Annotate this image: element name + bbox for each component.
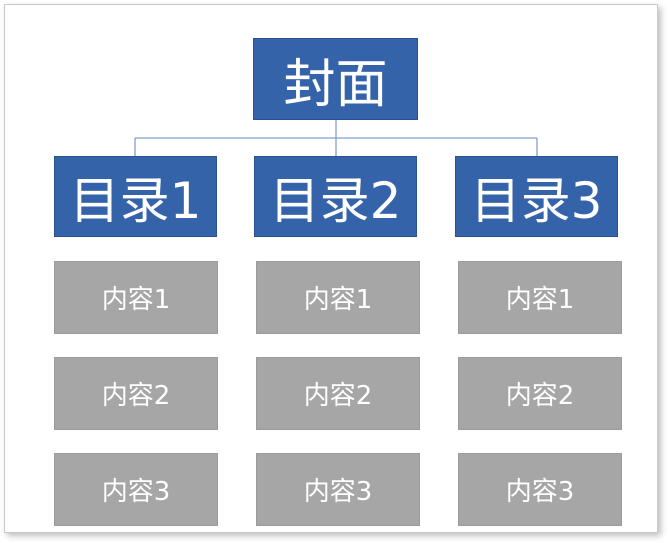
toc-node-3: 目录3 xyxy=(455,156,618,237)
content-node-1-1: 内容1 xyxy=(54,261,218,334)
content-node-2-1: 内容1 xyxy=(256,261,420,334)
content-node-3-2: 内容2 xyxy=(458,357,622,430)
cover-node: 封面 xyxy=(253,38,418,120)
content-node-3-3: 内容3 xyxy=(458,453,622,526)
content-node-1-3: 内容3 xyxy=(54,453,218,526)
toc-node-2: 目录2 xyxy=(254,156,417,237)
content-node-3-1: 内容1 xyxy=(458,261,622,334)
content-node-1-2: 内容2 xyxy=(54,357,218,430)
content-node-2-2: 内容2 xyxy=(256,357,420,430)
toc-node-1: 目录1 xyxy=(54,156,217,237)
content-node-2-3: 内容3 xyxy=(256,453,420,526)
